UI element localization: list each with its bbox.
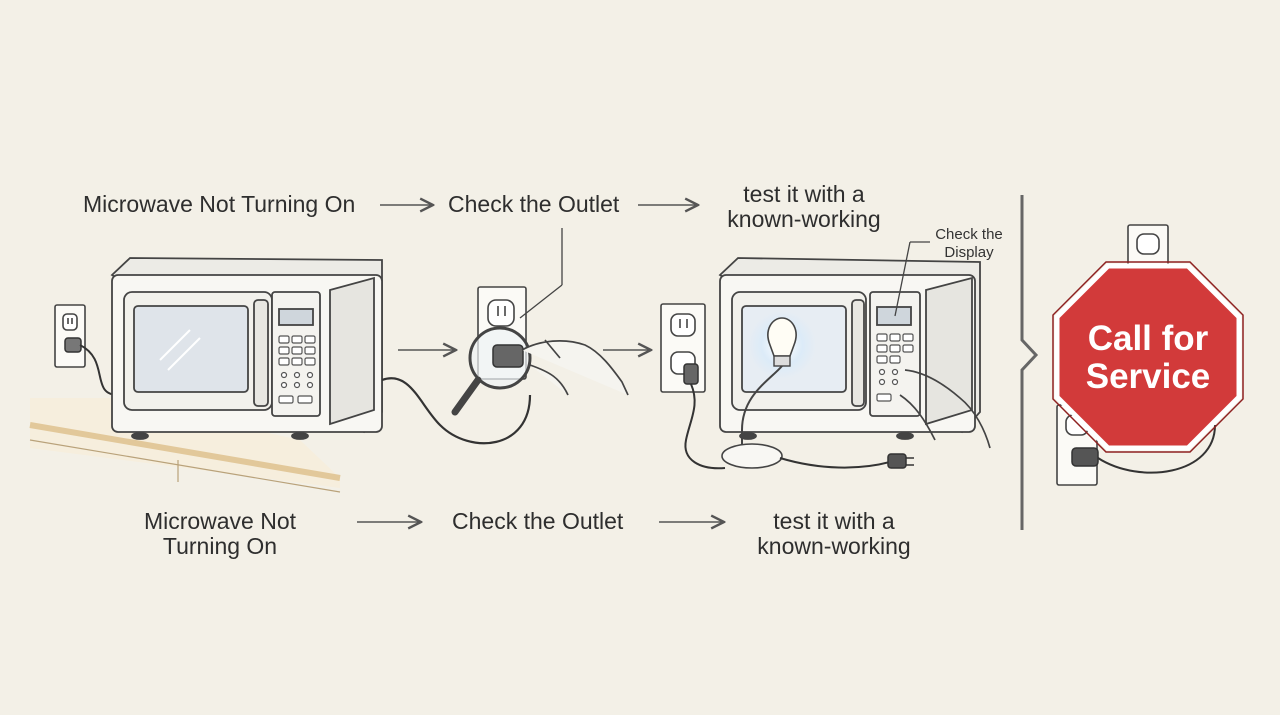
stop-sign [1054, 263, 1242, 451]
cord-5 [1097, 424, 1216, 474]
hand-1 [521, 339, 629, 396]
stop-sign-line1: Call for [1087, 319, 1209, 358]
bottom-step3-label: test it with a known-working [742, 509, 926, 559]
lamp-cord [779, 457, 891, 469]
stop-sign-line2: Service [1085, 357, 1211, 396]
check-display-callout: Check the Display [930, 226, 1008, 262]
wall-outlet-1 [54, 304, 86, 368]
microwave-1 [110, 257, 383, 440]
top-step1-label: Microwave Not Turning On [83, 191, 356, 217]
section-divider [1020, 195, 1039, 530]
magnifying-glass-icon [451, 326, 532, 416]
stop-sign-border [1052, 261, 1244, 453]
counter [29, 398, 341, 493]
cord-1 [79, 344, 119, 396]
bottom-step2-label: Check the Outlet [452, 508, 624, 534]
hand-2 [899, 369, 991, 449]
top-step2-label: Check the Outlet [448, 191, 620, 217]
bottom-step3-line1: test it with a [773, 508, 895, 534]
bottom-step1-label: Microwave Not Turning On [130, 509, 310, 559]
wall-outlet-4 [1127, 224, 1169, 274]
test-lamp [721, 311, 816, 469]
top-step3-line1: test it with a [743, 181, 865, 207]
callout-line1: Check the [935, 226, 1003, 243]
bottom-step3-line2: known-working [757, 533, 911, 559]
cord-3 [684, 383, 726, 470]
bottom-step1-line2: Turning On [162, 533, 278, 559]
top-step3-label: test it with a known-working [712, 182, 896, 232]
plug-1 [64, 337, 82, 353]
plug-in-magnifier [492, 344, 524, 368]
top-step3-line2: known-working [727, 206, 881, 232]
plug-5 [1071, 447, 1099, 467]
stop-sign-text: Call for Service [1060, 320, 1236, 396]
lamp-plug [887, 453, 914, 469]
outlet-callout-line [519, 284, 563, 319]
plug-3 [683, 363, 699, 385]
cord-2 [381, 377, 532, 445]
callout-line2: Display [944, 244, 994, 261]
bottom-step1-line1: Microwave Not [143, 508, 297, 534]
display-callout-line [894, 241, 911, 317]
